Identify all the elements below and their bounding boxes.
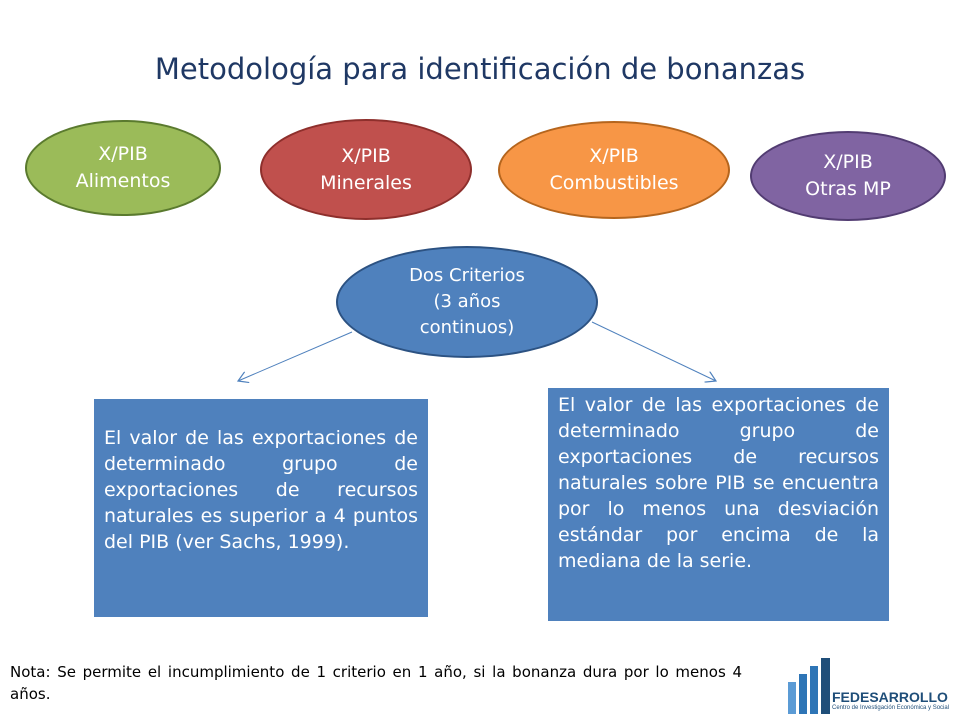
oval-otras-mp-label: X/PIB Otras MP	[805, 151, 891, 200]
criterion-box-right: El valor de las exportaciones de determi…	[548, 388, 889, 621]
logo-name: FEDESARROLLO	[832, 689, 948, 705]
page-title: Metodología para identificación de bonan…	[154, 52, 806, 86]
arrow-left	[238, 331, 353, 381]
oval-otras-mp: X/PIB Otras MP	[750, 131, 946, 221]
oval-combustibles: X/PIB Combustibles	[498, 121, 730, 219]
criterion-box-left: El valor de las exportaciones de determi…	[94, 399, 428, 617]
oval-minerales-label: X/PIB Minerales	[320, 144, 412, 194]
oval-minerales: X/PIB Minerales	[260, 119, 472, 220]
fedesarrollo-logo-icon	[788, 658, 830, 714]
logo-subtitle: Centro de Investigación Económica y Soci…	[832, 705, 950, 711]
oval-dos-criterios-label: Dos Criterios (3 años continuos)	[409, 265, 525, 338]
oval-dos-criterios: Dos Criterios (3 años continuos)	[336, 246, 598, 358]
oval-alimentos-label: X/PIB Alimentos	[75, 143, 171, 192]
arrow-right	[591, 321, 716, 381]
footnote: Nota: Se permite el incumplimiento de 1 …	[10, 663, 742, 703]
oval-alimentos: X/PIB Alimentos	[25, 120, 221, 216]
oval-combustibles-label: X/PIB Combustibles	[549, 145, 679, 194]
